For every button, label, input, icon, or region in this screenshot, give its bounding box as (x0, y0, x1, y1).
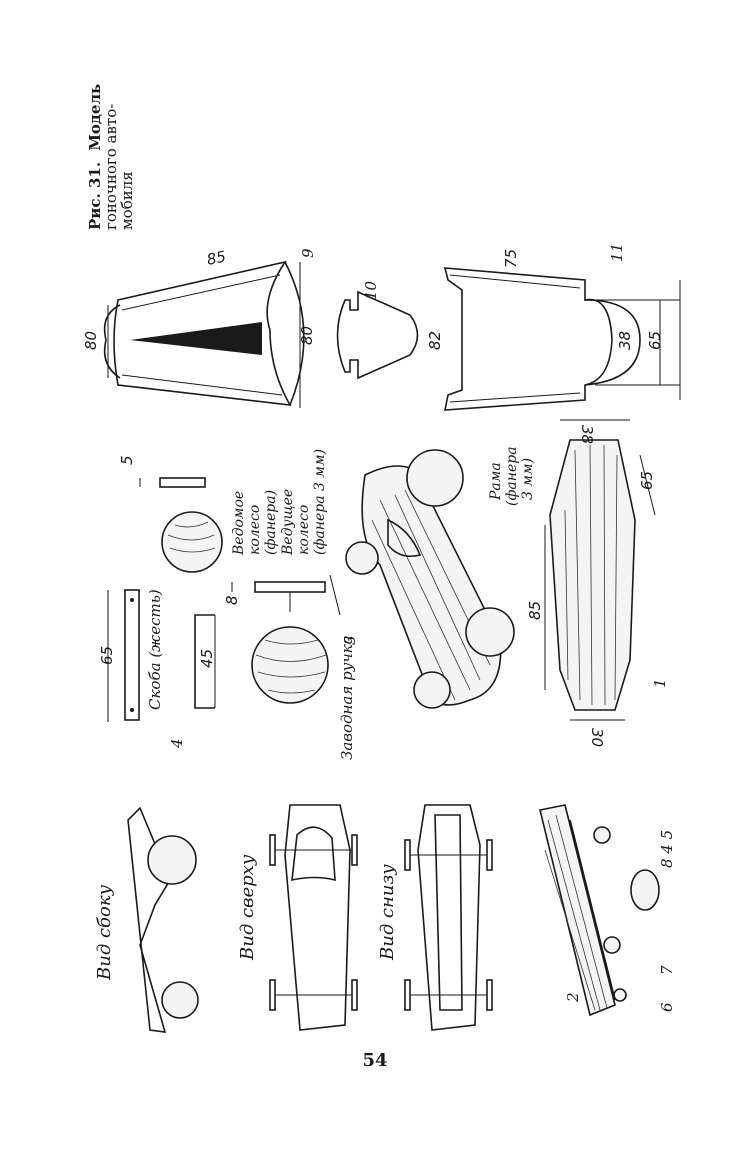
part-number-1: 1 (651, 678, 669, 688)
crank-label: Заводная ручка (338, 635, 356, 760)
part-number-11: 11 (608, 243, 626, 262)
drive-wheel-label: Ведущее колесо (фанера 3 мм) (280, 449, 328, 556)
dim-5: 5 (118, 455, 136, 465)
frame-label-1: Рама (488, 462, 504, 501)
dim-75: 75 (502, 249, 520, 268)
caption-line-2: гоночного авто- (102, 104, 120, 230)
frame-label-3: 3 мм) (520, 458, 536, 500)
svg-text:Рис. 31. Модель: Рис. 31. Модель (86, 84, 104, 230)
caption-title: Рис. 31. (86, 162, 104, 230)
drive-wheel-label-1: Ведущее (280, 489, 296, 556)
part-number-4: 4 (168, 738, 186, 749)
drive-wheel-label-2: колесо (296, 505, 312, 555)
dim-85-frame: 85 (526, 601, 544, 620)
top-view-drawing (269, 804, 358, 1031)
caption-line-1: Модель (86, 84, 104, 151)
part-number-10: 10 (362, 280, 380, 300)
bottom-view-label: Вид снизу (377, 864, 398, 961)
frame-label: Рама (фанера 3 мм) (488, 446, 536, 506)
drive-wheel (251, 626, 329, 704)
exploded-frame-assembly (539, 804, 660, 1017)
part-number-6: 6 (658, 1002, 676, 1012)
bracket-part-4 (107, 589, 140, 722)
dim-45: 45 (198, 649, 216, 668)
part-numbers-8-4-5: 8 4 5 (658, 830, 676, 868)
bottom-view-drawing (404, 804, 493, 1031)
dim-65-right: 65 (646, 331, 664, 350)
side-view-label: Вид сбоку (94, 884, 115, 981)
dim-30-frame: 30 (588, 728, 606, 747)
frame-label-2: (фанера (504, 446, 520, 506)
dim-65-bracket: 65 (98, 646, 116, 665)
driven-wheel-label-2: колесо (247, 505, 263, 555)
driven-wheel-label: Ведомое колесо (фанера) (231, 490, 279, 556)
crank-dim-45 (194, 614, 216, 709)
dim-85-top: 85 (205, 247, 227, 269)
car-perspective-3 (345, 449, 515, 709)
dim-80-mid: 80 (298, 326, 316, 345)
part-number-3: 3 (341, 635, 359, 645)
top-view-label: Вид сверху (237, 854, 258, 961)
dim-80-top: 80 (82, 331, 100, 350)
dim-8: 8 (223, 595, 241, 605)
figure-caption: Рис. 31. Модель гоночного авто- мобиля (86, 84, 136, 230)
dim-82: 82 (426, 331, 444, 350)
driven-wheel-label-3: (фанера) (263, 490, 279, 555)
part-number-2: 2 (564, 992, 582, 1003)
part-number-7: 7 (658, 965, 676, 975)
dim-38-right: 38 (616, 331, 634, 350)
drive-wheel-label-3: (фанера 3 мм) (312, 449, 328, 555)
bracket-label: Скоба (жесть) (146, 589, 164, 710)
crank-leader (329, 574, 341, 616)
drive-wheel-strip (231, 581, 326, 612)
page-number: 54 (362, 1050, 388, 1071)
frame-part-1 (544, 419, 656, 721)
dim-38-frame: 38 (578, 425, 596, 444)
caption-line-3: мобиля (118, 171, 136, 230)
body-template-10 (336, 290, 419, 380)
body-template-11 (443, 267, 681, 411)
side-view-drawing (127, 806, 199, 1033)
dim-65-frame: 65 (638, 471, 656, 490)
body-template-9 (103, 260, 305, 408)
driven-wheel-label-1: Ведомое (231, 491, 247, 556)
part-number-9: 9 (299, 248, 317, 258)
driven-wheel-strip (139, 477, 206, 488)
driven-wheel (161, 511, 223, 573)
